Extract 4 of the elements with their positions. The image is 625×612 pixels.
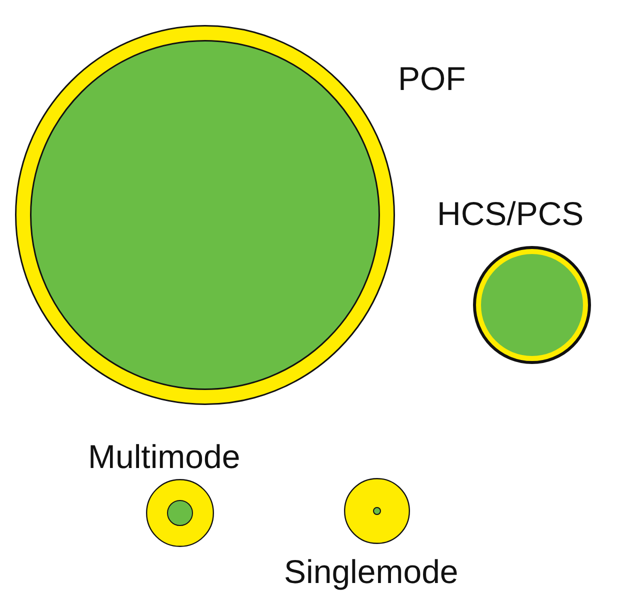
fiber-type-label: Multimode: [88, 440, 240, 473]
fiber-type-label: Singlemode: [284, 555, 458, 588]
fiber-type-label: POF: [398, 62, 466, 95]
fiber-type-label: HCS/PCS: [437, 197, 584, 230]
